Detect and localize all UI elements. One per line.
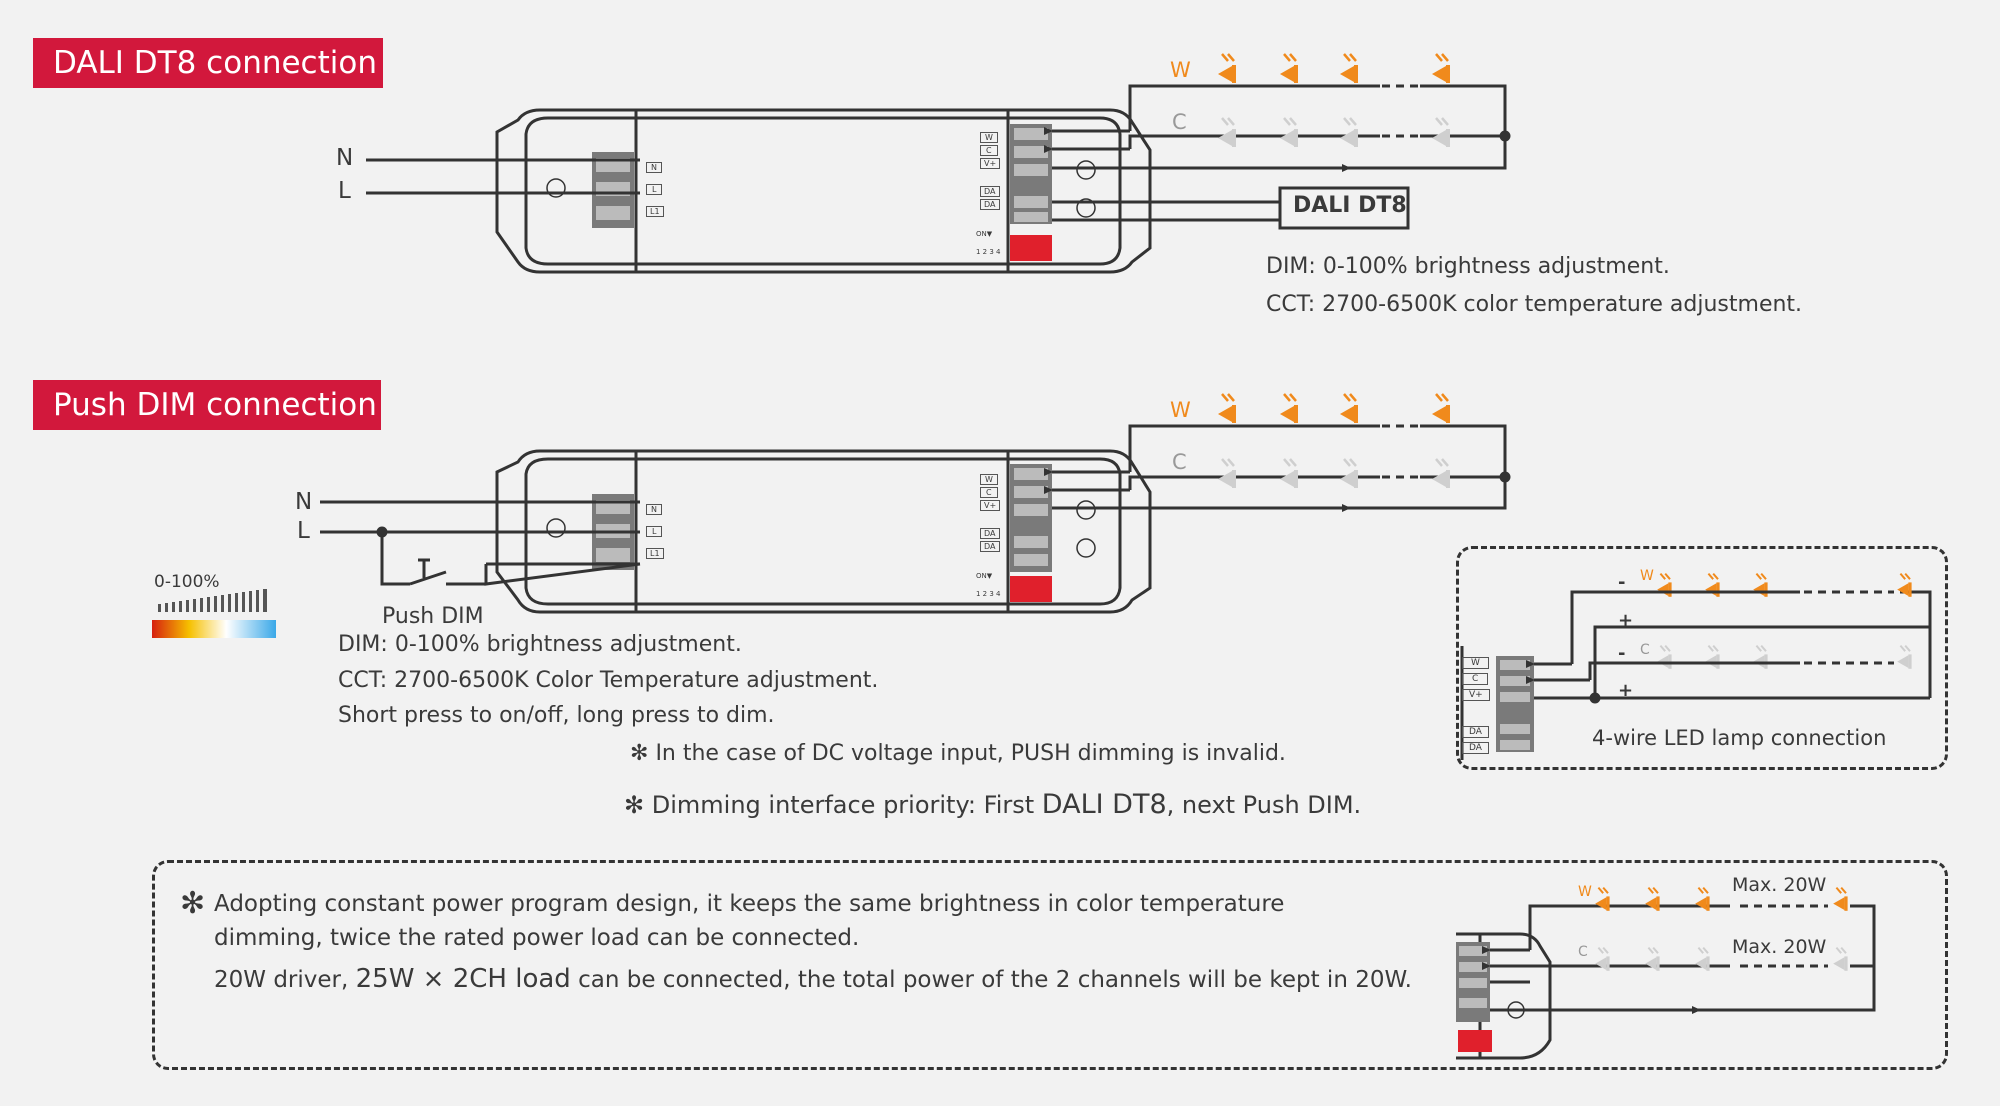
dali-term-da2: DA — [980, 199, 1000, 210]
push-l-label: L — [297, 518, 310, 544]
priority-post: , next Push DIM. — [1166, 791, 1362, 819]
dali-controller-box — [1278, 186, 1410, 230]
four-wire-driver — [1460, 590, 1932, 760]
push-term-v: V+ — [980, 500, 1001, 511]
four-wire-cool-leds — [1656, 644, 1913, 670]
push-term-w: W — [980, 474, 998, 485]
four-wire-term-da1: DA — [1462, 726, 1489, 738]
dali-warm-led-string — [1216, 52, 1452, 85]
priority-note: ✻ Dimming interface priority: First DALI… — [624, 789, 1361, 820]
dali-term-c: C — [980, 145, 998, 156]
push-press-text: Short press to on/off, long press to dim… — [338, 703, 775, 728]
dc-note: ✻ In the case of DC voltage input, PUSH … — [630, 741, 1286, 766]
asterisk-icon: ✻ — [180, 886, 206, 921]
bottom-max2: Max. 20W — [1732, 936, 1827, 958]
push-term-l1: L1 — [646, 548, 664, 559]
push-w-label: W — [1170, 398, 1191, 422]
dali-term-n: N — [646, 162, 662, 173]
dali-output-terminal — [1010, 124, 1052, 224]
bottom-line3-post: can be connected, the total power of the… — [570, 967, 1412, 993]
push-term-da2: DA — [980, 541, 1000, 552]
dali-dim-text: DIM: 0-100% brightness adjustment. — [1266, 254, 1670, 279]
push-switch-icon — [409, 558, 486, 586]
four-wire-c: C — [1640, 642, 1650, 658]
four-wire-caption: 4-wire LED lamp connection — [1592, 726, 1887, 750]
dali-term-da1: DA — [980, 186, 1000, 197]
dc-note-text: In the case of DC voltage input, PUSH di… — [655, 741, 1286, 766]
push-dip-nums: 1 2 3 4 — [976, 590, 1001, 598]
four-wire-term-da2: DA — [1462, 742, 1489, 754]
push-driver — [495, 449, 1152, 614]
four-wire-minus-1: - — [1618, 572, 1626, 593]
dali-term-v: V+ — [980, 158, 1001, 169]
scale-label: 0-100% — [154, 572, 220, 592]
push-term-n: N — [646, 504, 662, 515]
dali-dip-nums: 1 2 3 4 — [976, 248, 1001, 256]
priority-pre: Dimming interface priority: First — [651, 791, 1042, 819]
push-section-title: Push DIM connection — [33, 380, 381, 430]
push-output-terminal — [1010, 464, 1052, 572]
dali-w-label: W — [1170, 58, 1191, 82]
bottom-line3-pre: 20W driver, — [214, 967, 356, 993]
four-wire-minus-2: - — [1618, 643, 1626, 664]
push-dip-label: ON▼ — [976, 572, 993, 580]
asterisk-icon: ✻ — [624, 791, 652, 819]
four-wire-term-w: W — [1462, 657, 1489, 669]
dali-cct-text: CCT: 2700-6500K color temperature adjust… — [1266, 292, 1803, 317]
push-c-label: C — [1172, 450, 1187, 474]
dip-switch-icon — [1010, 576, 1052, 602]
constant-power-box — [152, 860, 1948, 1070]
dali-term-l: L — [646, 184, 663, 195]
dali-section-title: DALI DT8 connection — [33, 38, 383, 88]
dali-driver — [495, 108, 1152, 274]
push-cool-led-string — [1216, 457, 1452, 490]
bottom-terminal — [1456, 942, 1490, 1022]
dali-cool-led-string — [1216, 116, 1452, 149]
push-warm-led-string — [1216, 392, 1452, 425]
four-wire-box — [1456, 546, 1948, 770]
bottom-max1: Max. 20W — [1732, 874, 1827, 896]
bottom-w: W — [1578, 884, 1592, 900]
bottom-line3: 20W driver, 25W × 2CH load can be connec… — [214, 964, 1412, 994]
asterisk-icon: ✻ — [630, 741, 656, 766]
four-wire-w: W — [1640, 568, 1654, 584]
dimming-scale-icon — [152, 589, 276, 638]
dali-input-terminal — [592, 152, 634, 228]
dali-dip-label: ON▼ — [976, 230, 993, 238]
dali-c-label: C — [1172, 110, 1187, 134]
four-wire-term-c: C — [1462, 673, 1489, 685]
dali-term-w: W — [980, 132, 998, 143]
dali-controller-label: DALI DT8 — [1293, 193, 1407, 218]
push-n-label: N — [295, 489, 313, 515]
dip-switch-icon — [1010, 235, 1052, 261]
push-term-da1: DA — [980, 528, 1000, 539]
bottom-c: C — [1578, 944, 1588, 960]
four-wire-plus-2: + — [1618, 680, 1634, 701]
priority-big: DALI DT8 — [1041, 789, 1167, 820]
bottom-line2: dimming, twice the rated power load can … — [214, 925, 860, 951]
push-term-l: L — [646, 526, 663, 537]
push-dim-text: DIM: 0-100% brightness adjustment. — [338, 632, 742, 657]
dali-l-label: L — [338, 178, 351, 204]
push-term-c: C — [980, 487, 998, 498]
dip-switch-icon — [1458, 1030, 1492, 1052]
four-wire-plus-1: + — [1618, 610, 1634, 631]
four-wire-term-v: V+ — [1462, 689, 1490, 701]
push-switch-label: Push DIM — [382, 604, 484, 629]
bottom-line3-big: 25W × 2CH load — [355, 964, 571, 994]
bottom-line1: Adopting constant power program design, … — [214, 891, 1285, 917]
push-cct-text: CCT: 2700-6500K Color Temperature adjust… — [338, 668, 879, 693]
dali-term-l1: L1 — [646, 206, 664, 217]
dali-n-label: N — [336, 145, 354, 171]
